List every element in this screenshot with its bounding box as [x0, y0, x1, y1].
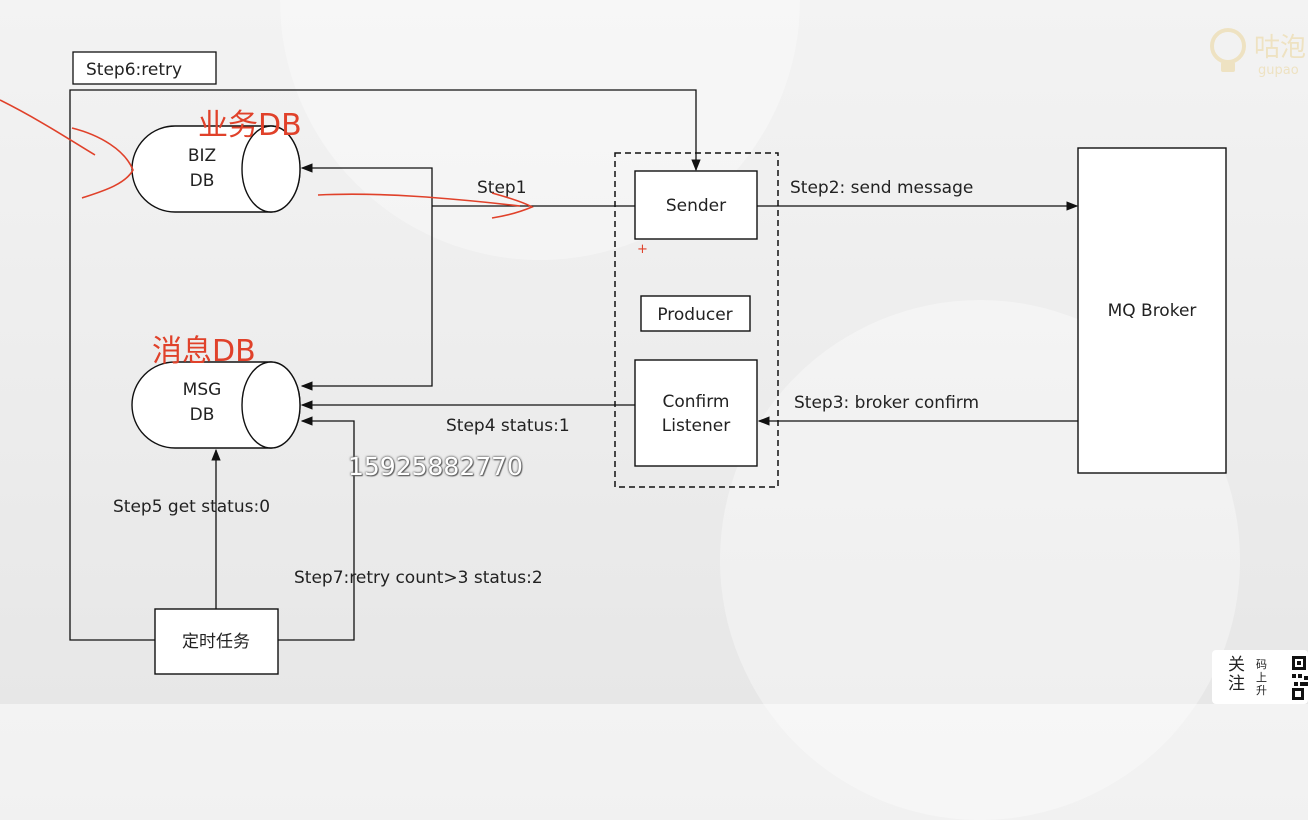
qr-text-large: 关注	[1228, 655, 1245, 694]
msg-db-label-line1: MSG	[183, 380, 222, 400]
qr-code-icon	[1292, 656, 1308, 700]
msg-db-label-line2: DB	[190, 405, 215, 425]
step3-label: Step3: broker confirm	[794, 393, 979, 413]
mq-broker-label: MQ Broker	[1108, 301, 1197, 321]
step6-label-box	[72, 51, 217, 85]
watermark-phone: 15925882770	[348, 452, 523, 481]
step6-retry-line	[69, 89, 701, 641]
confirm-listener-box	[634, 359, 758, 467]
scheduled-task-label: 定时任务	[182, 632, 250, 652]
biz-db-annotation: 业务DB	[198, 108, 302, 143]
step1-to-msg-db	[300, 206, 433, 391]
step1-label: Step1	[477, 178, 527, 198]
producer-group	[614, 152, 779, 488]
scheduled-task-box	[154, 608, 279, 675]
handdrawn-stroke	[0, 99, 96, 156]
watermark-brand: 咕泡	[1254, 33, 1306, 63]
producer-box	[640, 295, 751, 332]
step1-to-biz-db	[300, 163, 433, 206]
step4-label: Step4 status:1	[446, 416, 570, 436]
watermark-brand-sub: gupao	[1258, 63, 1299, 78]
step7-line	[278, 416, 355, 641]
msg-db-cylinder	[131, 361, 301, 449]
watermark-logo: 咕泡 gupao	[1206, 22, 1308, 90]
qr-text-small: 码上升	[1256, 658, 1267, 697]
step2-label: Step2: send message	[790, 178, 973, 198]
step5-label: Step5 get status:0	[113, 497, 270, 517]
flow-diagram: Step6:retry BIZ DB MSG DB Step1 Sender +…	[0, 51, 1227, 675]
step7-label: Step7:retry count>3 status:2	[294, 568, 543, 588]
handdrawn-arrow-stroke	[491, 192, 534, 219]
mq-broker-box	[1077, 147, 1227, 474]
confirm-listener-label-line2: Listener	[662, 416, 730, 436]
sender-label: Sender	[666, 196, 726, 216]
msg-db-annotation: 消息DB	[152, 334, 256, 369]
step6-label: Step6:retry	[86, 60, 182, 80]
handdrawn-arrow-stroke	[71, 127, 134, 199]
handdrawn-underline	[317, 193, 521, 207]
confirm-listener-label-line1: Confirm	[662, 392, 729, 412]
biz-db-label-line2: DB	[190, 171, 215, 191]
sender-box	[634, 170, 758, 240]
biz-db-label-line1: BIZ	[188, 146, 216, 166]
biz-db-cylinder	[131, 125, 301, 213]
plus-mark: +	[637, 242, 648, 257]
producer-label: Producer	[657, 305, 732, 325]
